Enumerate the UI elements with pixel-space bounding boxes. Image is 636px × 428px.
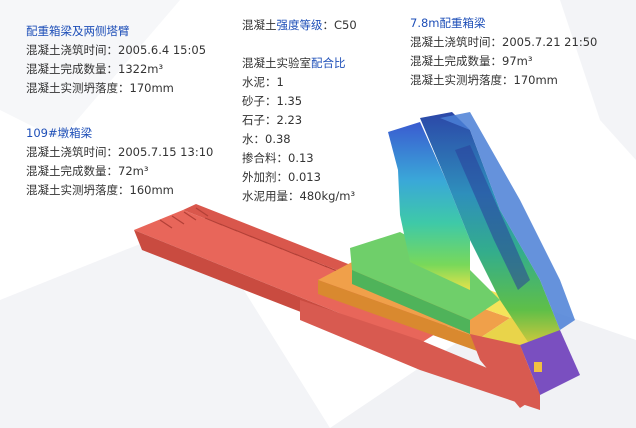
- mix-item: 掺合料：0.13: [242, 151, 314, 165]
- grade-value: ：C50: [322, 18, 357, 32]
- strength-grade-line: 混凝土强度等级：C50: [242, 16, 357, 35]
- slump-line: 混凝土实测坍落度：160mm: [26, 183, 174, 197]
- tower-inner-slot: [455, 145, 530, 290]
- girder-base-red: [300, 300, 540, 410]
- volume-line: 混凝土完成数量：72m³: [26, 164, 149, 178]
- tower-footing-red: [470, 334, 540, 408]
- mix-item: 水：0.38: [242, 132, 291, 146]
- grade-highlight: 强度等级: [276, 18, 323, 32]
- tower-base-green-front: [352, 270, 470, 334]
- block-title: 109#墩箱梁: [26, 126, 93, 140]
- tower-footing: [520, 330, 580, 395]
- mix-item: 石子：2.23: [242, 113, 303, 127]
- tower-base-green: [350, 232, 500, 320]
- grade-prefix: 混凝土: [242, 18, 277, 32]
- block-title: 7.8m配重箱梁: [410, 16, 486, 30]
- mix-prefix: 混凝土实验室: [242, 56, 311, 70]
- footing-opening: [534, 362, 542, 372]
- slump-line: 混凝土实测坍落度：170mm: [410, 73, 558, 87]
- mix-ratio-heading: 混凝土实验室配合比: [242, 54, 357, 73]
- slump-line: 混凝土实测坍落度：170mm: [26, 81, 174, 95]
- tower-column-back: [440, 112, 575, 330]
- mix-item: 砂子：1.35: [242, 94, 303, 108]
- volume-line: 混凝土完成数量：97m³: [410, 54, 533, 68]
- block-title: 配重箱梁及两侧塔臂: [26, 24, 130, 38]
- counterweight-orange-side: [318, 280, 480, 352]
- pour-time-line: 混凝土浇筑时间：2005.6.4 15:05: [26, 43, 207, 57]
- info-block-pier-109-girder: 109#墩箱梁 混凝土浇筑时间：2005.7.15 13:10 混凝土完成数量：…: [26, 124, 213, 200]
- info-block-7-8m-counterweight-girder: 7.8m配重箱梁 混凝土浇筑时间：2005.7.21 21:50 混凝土完成数量…: [410, 14, 597, 90]
- mix-item: 水泥用量：480kg/m³: [242, 189, 356, 203]
- mix-highlight: 配合比: [311, 56, 346, 70]
- mix-item: 外加剂：0.013: [242, 170, 321, 184]
- mix-item: 水泥：1: [242, 75, 284, 89]
- info-block-counterweight-girder: 配重箱梁及两侧塔臂 混凝土浇筑时间：2005.6.4 15:05 混凝土完成数量…: [26, 22, 206, 98]
- info-block-mix-design: 混凝土强度等级：C50 混凝土实验室配合比 水泥：1 砂子：1.35 石子：2.…: [242, 16, 357, 206]
- volume-line: 混凝土完成数量：1322m³: [26, 62, 164, 76]
- tower-left-face: [388, 122, 470, 290]
- pour-time-line: 混凝土浇筑时间：2005.7.15 13:10: [26, 145, 214, 159]
- pour-time-line: 混凝土浇筑时间：2005.7.21 21:50: [410, 35, 598, 49]
